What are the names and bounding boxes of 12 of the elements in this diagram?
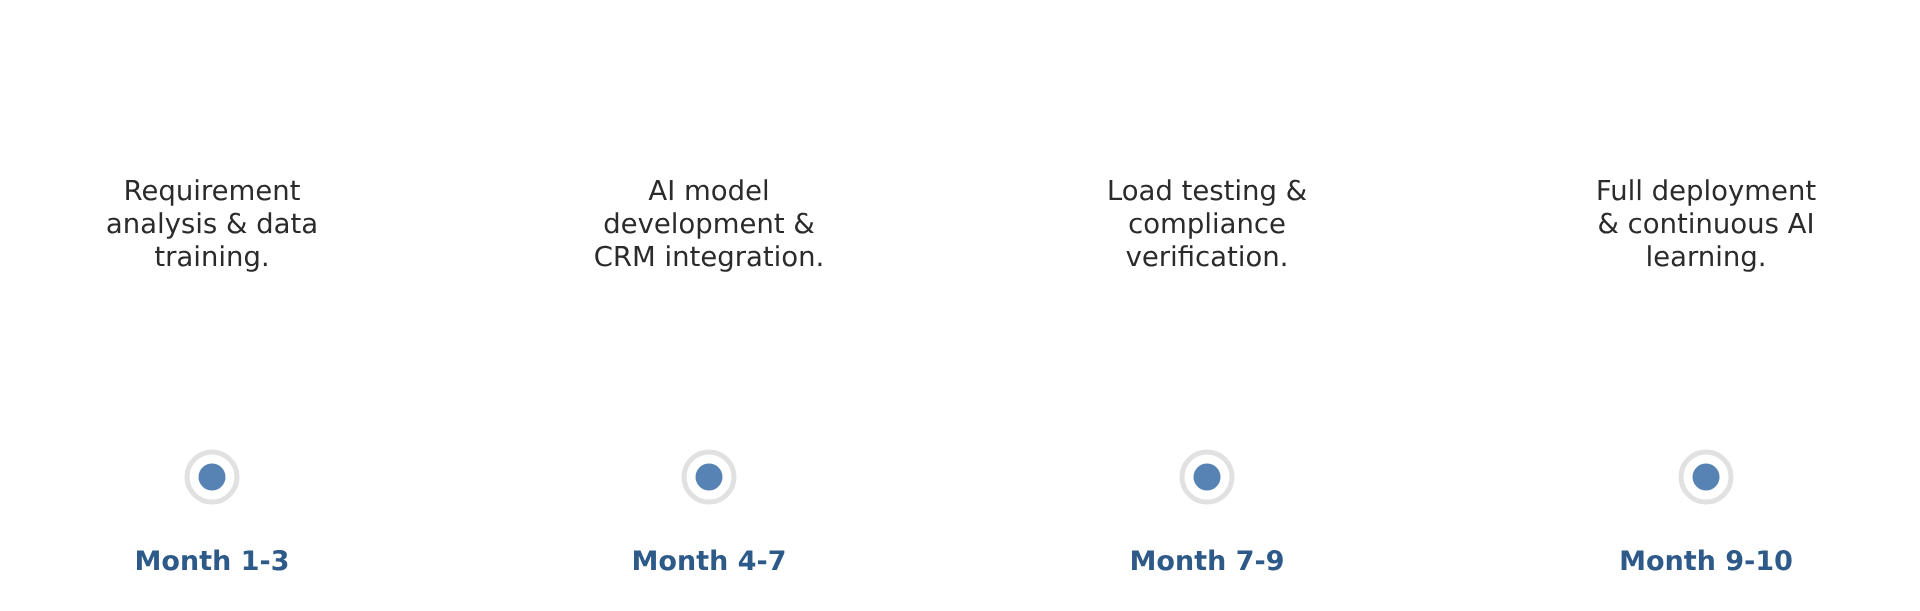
month-label: Month 7-9 [1132,549,1283,571]
description-text: Full deployment & continuous AI learning. [1598,179,1816,272]
timeline-marker [1678,449,1734,505]
description-text: Requirement analysis & data training. [107,179,316,272]
month-label: Month 1-3 [137,549,288,571]
timeline-marker [681,449,737,505]
month-label: Month 9-10 [1621,549,1792,571]
timeline-marker [184,449,240,505]
month-label: Month 4-7 [634,549,785,571]
description-text: Load testing & compliance verification. [1109,179,1307,267]
timeline-marker [1179,449,1235,505]
description-text: AI model development & CRM integration. [595,179,822,272]
